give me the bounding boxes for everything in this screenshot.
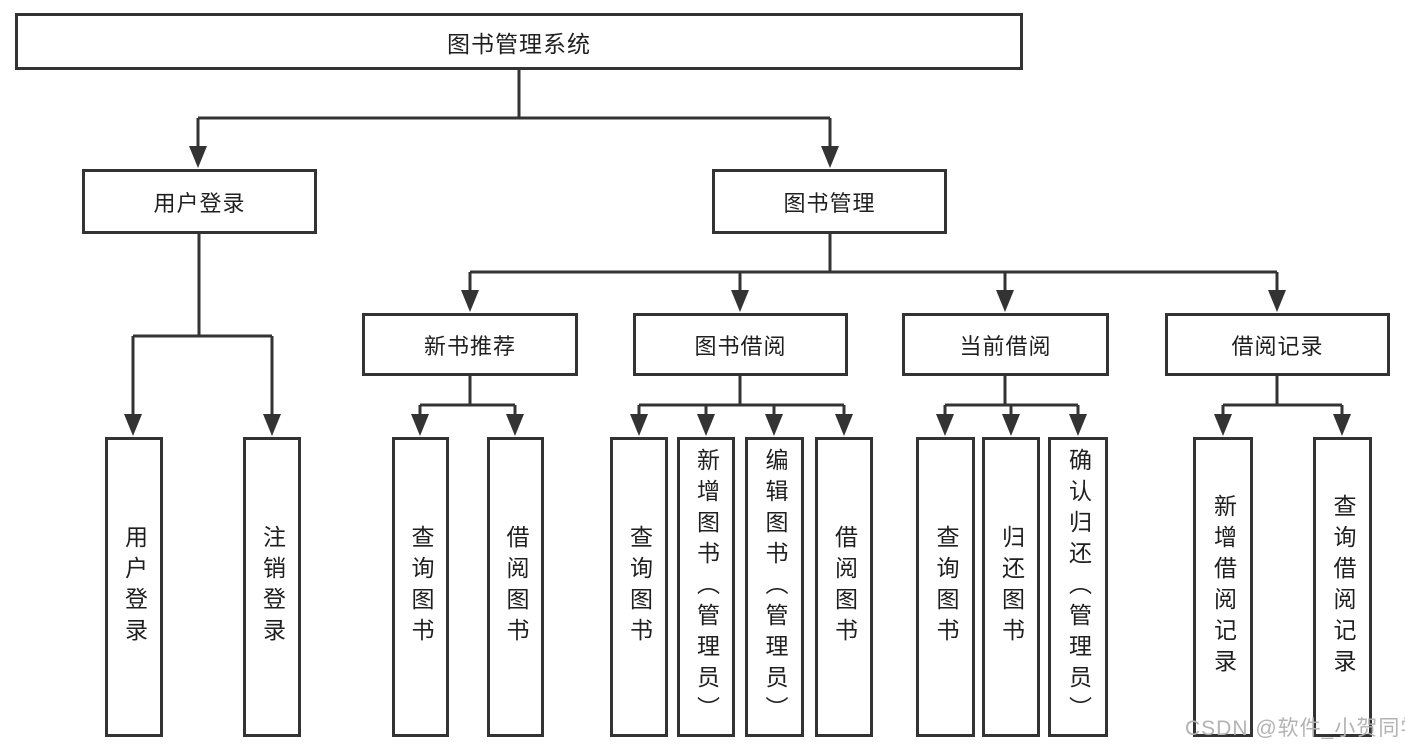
connector-book-mgmt (468, 234, 1279, 294)
leaf-query-book-recommend: 查询图书 (392, 437, 449, 737)
leaf-query-borrow-record: 查询借阅记录 (1313, 437, 1372, 737)
node-user-login-group: 用户登录 (82, 169, 317, 234)
arrowheads (124, 146, 1351, 436)
watermark: CSDN @软件_小贺同学 (1185, 717, 1405, 740)
connector-book-borrow (637, 376, 846, 418)
leaf-borrow-book-recommend: 借阅图书 (487, 437, 544, 737)
node-book-management: 图书管理 (712, 169, 947, 234)
leaf-return-book: 归还图书 (982, 437, 1040, 737)
leaf-edit-book-admin: 编辑图书（管理员） (745, 437, 804, 737)
connector-current-borrow (943, 376, 1080, 418)
leaf-logout: 注销登录 (243, 437, 301, 737)
connector-new-books (418, 376, 517, 418)
leaf-confirm-return-admin: 确认归还（管理员） (1048, 437, 1108, 737)
node-book-borrow: 图书借阅 (633, 313, 848, 376)
node-current-borrow: 当前借阅 (902, 313, 1109, 376)
node-borrow-records: 借阅记录 (1165, 313, 1390, 376)
node-system-root: 图书管理系统 (15, 13, 1023, 70)
connector-root (196, 70, 832, 150)
leaf-query-book-borrow: 查询图书 (610, 437, 668, 737)
leaf-user-login: 用户登录 (105, 437, 163, 737)
leaf-add-book-admin: 新增图书（管理员） (677, 437, 735, 737)
connector-user-login (131, 234, 274, 418)
connector-borrow-records (1221, 376, 1344, 418)
leaf-borrow-book: 借阅图书 (815, 437, 873, 737)
leaf-add-borrow-record: 新增借阅记录 (1193, 437, 1253, 737)
leaf-query-book-current: 查询图书 (916, 437, 975, 737)
node-new-book-recommend: 新书推荐 (362, 313, 578, 376)
